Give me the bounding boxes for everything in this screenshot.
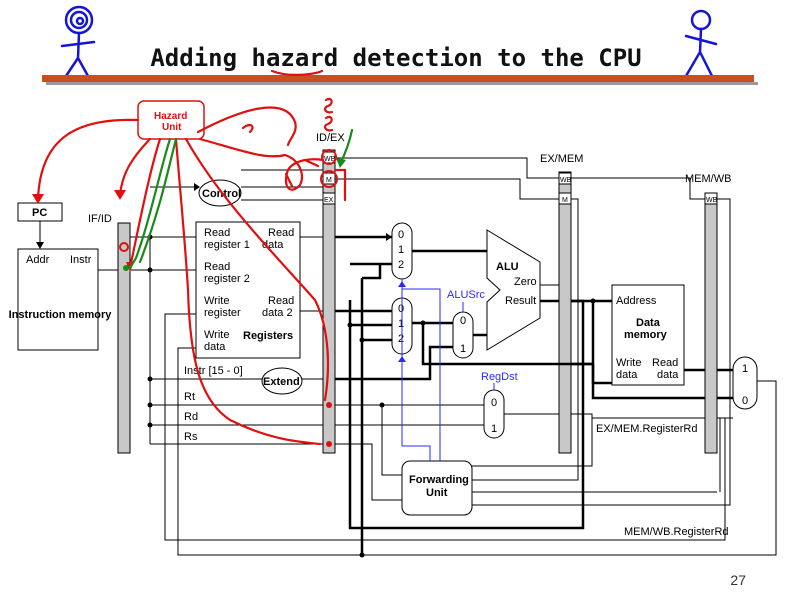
id-ex-label: ID/EX — [316, 132, 345, 144]
if-id-register — [117, 222, 131, 454]
instr-mem-addr-label: Addr — [26, 254, 50, 266]
mem-wb-label: MEM/WB — [685, 173, 731, 185]
ex-mem-m-label: M — [562, 197, 568, 204]
rs-label: Rs — [184, 431, 198, 443]
sign-extend-unit — [261, 367, 303, 395]
mem-wb-registerrd-label: MEM/WB.RegisterRd — [624, 526, 729, 538]
ex-mem-label: EX/MEM — [540, 153, 583, 165]
alusrc-label: ALUSrc — [447, 289, 485, 301]
svg-text:1: 1 — [460, 343, 466, 355]
svg-text:0: 0 — [460, 315, 466, 327]
id-ex-ex-label: EX — [324, 197, 334, 204]
data-memory-address-label: Address — [616, 295, 657, 307]
svg-text:1: 1 — [398, 244, 404, 256]
svg-text:1: 1 — [742, 363, 748, 375]
pc-label: PC — [32, 207, 47, 219]
rt-label: Rt — [184, 391, 195, 403]
page-title: Adding hazard detection to the CPU — [150, 44, 642, 72]
registers-name: Registers — [243, 330, 293, 342]
instr-15-0-label: Instr [15 - 0] — [184, 365, 243, 377]
ex-mem-register — [558, 171, 572, 454]
instruction-memory — [17, 248, 99, 351]
alu-result-label: Result — [505, 295, 536, 307]
ex-mem-wb-label: WB — [560, 177, 572, 184]
stick-figure-right-icon — [684, 9, 718, 78]
id-ex-m-label: M — [326, 177, 332, 184]
if-id-label: IF/ID — [88, 213, 112, 225]
mem-wb-register — [704, 192, 718, 454]
green-annotations — [123, 128, 354, 271]
svg-text:1: 1 — [398, 318, 404, 330]
alu-zero-label: Zero — [514, 276, 537, 288]
ex-mem-registerrd-label: EX/MEM.RegisterRd — [596, 423, 697, 435]
rd-label: Rd — [184, 411, 198, 423]
instr-mem-instr-label: Instr — [70, 254, 92, 266]
data-memory — [611, 284, 685, 386]
id-ex-wb-label: WB — [324, 156, 336, 163]
writeback-mux — [732, 356, 758, 410]
hazard-annotations — [32, 97, 347, 447]
title-bar — [42, 75, 754, 82]
svg-text:0: 0 — [398, 303, 404, 315]
stick-figure-left-icon — [60, 5, 96, 78]
mem-wb-wb-label: WB — [706, 197, 718, 204]
control-unit — [198, 179, 242, 207]
forwarding-unit — [401, 460, 473, 516]
title-red-underline — [270, 69, 324, 76]
svg-text:0: 0 — [398, 229, 404, 241]
svg-text:0: 0 — [491, 397, 497, 409]
instr-mem-name: Instruction memory — [9, 309, 113, 321]
svg-text:2: 2 — [398, 259, 404, 271]
svg-text:2: 2 — [398, 333, 404, 345]
register-file — [195, 221, 301, 359]
svg-text:1: 1 — [491, 423, 497, 435]
regdst-label: RegDst — [481, 371, 518, 383]
extend-label: Extend — [263, 376, 300, 388]
page-number: 27 — [730, 572, 746, 588]
svg-text:0: 0 — [742, 395, 748, 407]
alu — [486, 229, 541, 351]
alu-label: ALU — [496, 261, 519, 273]
